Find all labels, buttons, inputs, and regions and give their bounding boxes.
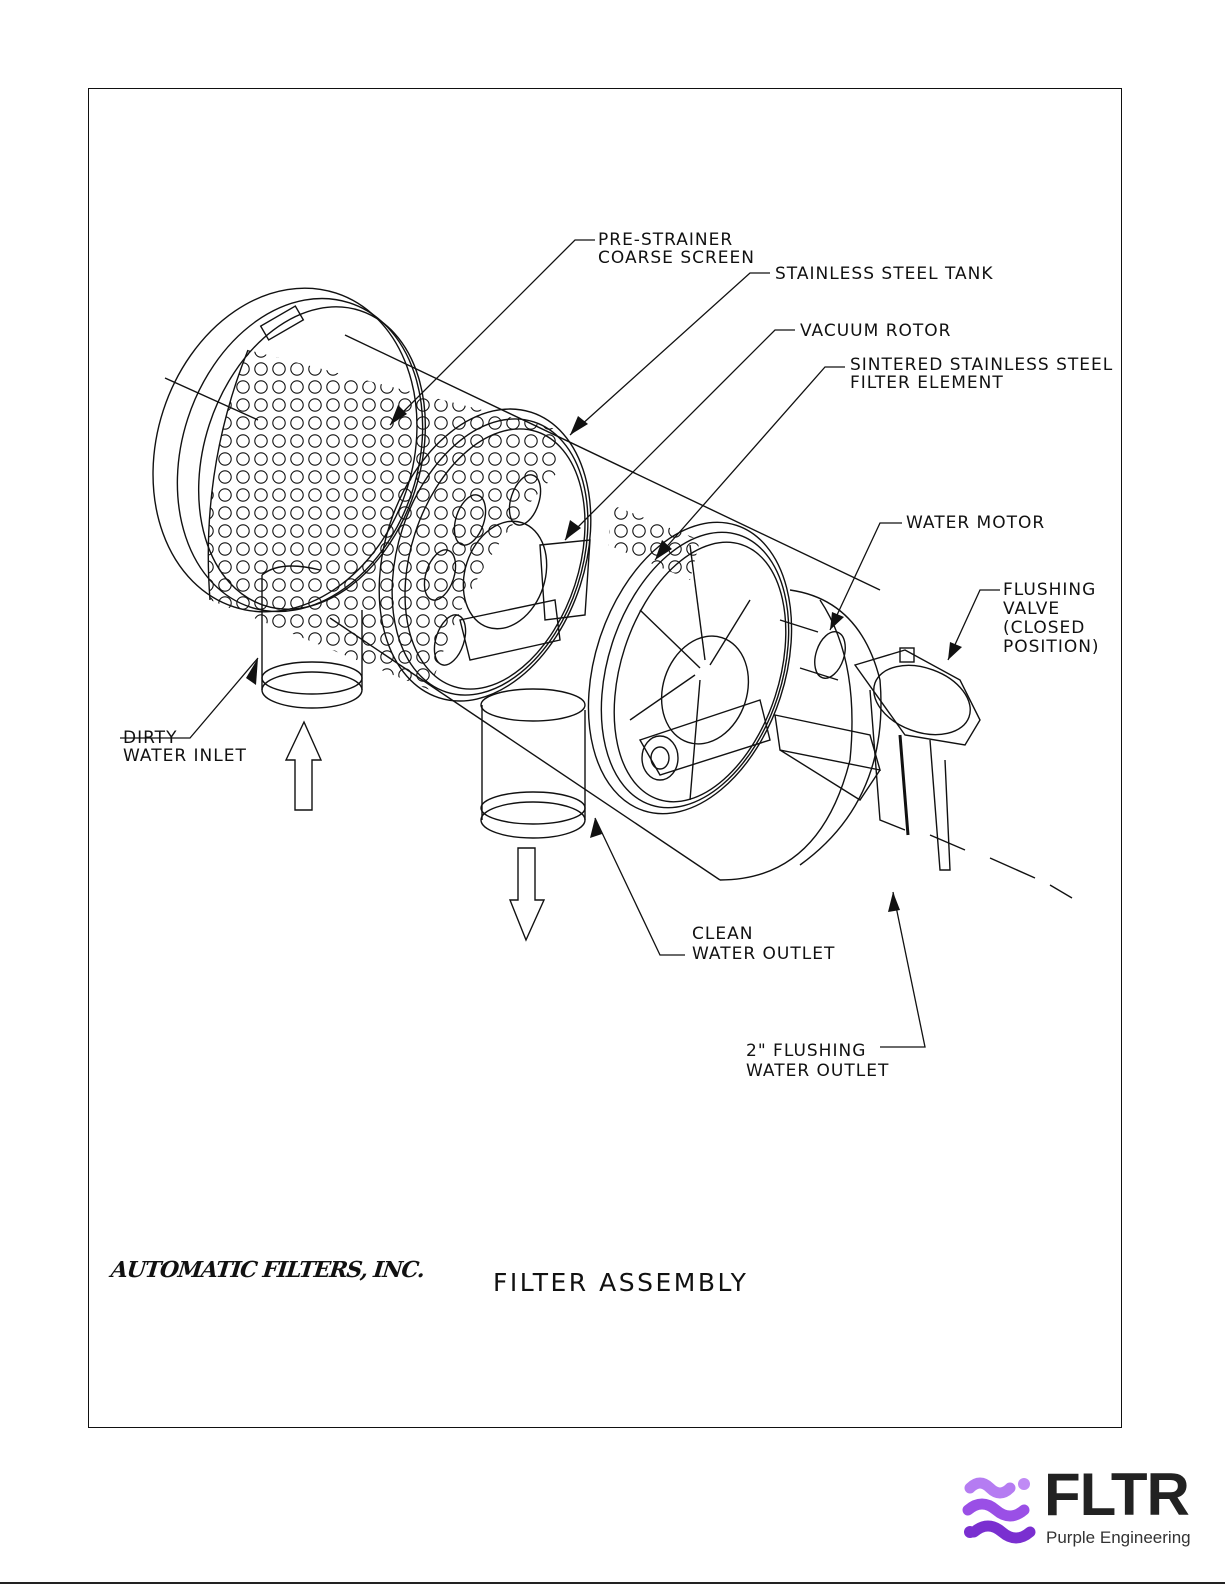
label-flushing-valve: FLUSHING VALVE (CLOSED POSITION) [1003,581,1100,657]
fltr-mark-icon [960,1470,1040,1550]
label-dirty-water-inlet: DIRTY WATER INLET [123,729,247,765]
fltr-wordmark: FLTR [1044,1460,1189,1529]
fltr-logo: FLTR Purple Engineering [960,1468,1175,1554]
label-pre-strainer: PRE-STRAINER COARSE SCREEN [598,231,755,267]
label-stainless-steel-tank: STAINLESS STEEL TANK [775,265,994,283]
manufacturer-name: AUTOMATIC FILTERS, INC. [110,1257,426,1283]
bottom-rule [0,1582,1225,1584]
drawing-title: FILTER ASSEMBLY [493,1268,748,1297]
label-clean-water-outlet: CLEAN WATER OUTLET [692,924,835,964]
label-water-motor: WATER MOTOR [906,514,1045,532]
label-sintered-filter-element: SINTERED STAINLESS STEEL FILTER ELEMENT [850,356,1113,392]
fltr-tagline: Purple Engineering [1046,1528,1191,1548]
label-flushing-water-outlet: 2" FLUSHING WATER OUTLET [746,1041,889,1081]
label-vacuum-rotor: VACUUM ROTOR [800,322,951,340]
